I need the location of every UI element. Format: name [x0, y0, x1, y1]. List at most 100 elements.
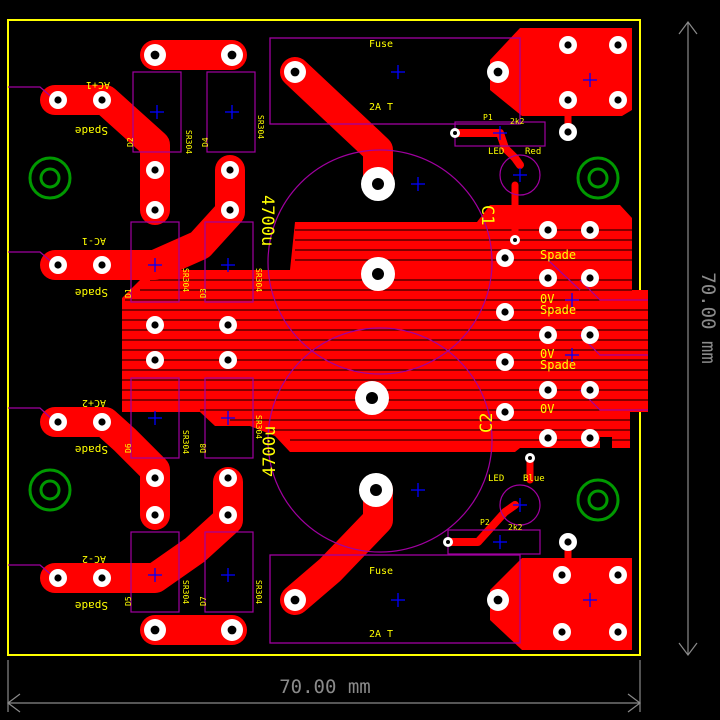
pad [559, 533, 577, 551]
fuse-top-label: Fuse [369, 39, 393, 50]
pad [146, 351, 164, 369]
dimension-bottom [7, 660, 641, 713]
pad [146, 469, 164, 487]
centroid-marker [565, 348, 579, 362]
centroid-markers [148, 65, 597, 607]
pad [284, 589, 306, 611]
pad [581, 269, 599, 287]
led-bottom-label: LED [488, 474, 504, 484]
c1-ref: C1 [477, 205, 497, 225]
output-2-net: 0V [540, 347, 554, 361]
pad [539, 326, 557, 344]
pad [221, 619, 243, 641]
fuse-courtyard-bottom [269, 554, 521, 644]
pad [581, 326, 599, 344]
centroid-marker [225, 105, 239, 119]
pad [443, 537, 453, 547]
d6-ref: D6 [124, 443, 133, 453]
pad [49, 413, 67, 431]
d8-part: SR304 [254, 415, 263, 439]
pad [219, 316, 237, 334]
pad [144, 619, 166, 641]
pad [49, 91, 67, 109]
led-top-label: LED [488, 147, 504, 157]
capacitor-pads [355, 167, 395, 507]
centroid-marker [513, 498, 527, 512]
d1-ref: D1 [124, 288, 133, 298]
centroid-marker [391, 65, 405, 79]
dimension-width-label: 70.00 mm [279, 676, 371, 698]
fuse-bottom-label: Fuse [369, 566, 393, 577]
c1-value: 4700u [257, 195, 277, 246]
ac2-minus-label: AC-2 [82, 553, 106, 564]
ac1-minus-spade: Spade [75, 286, 108, 299]
capacitor-outline-c2 [267, 327, 493, 553]
d6-part: SR304 [181, 430, 190, 454]
d2-part: SR304 [184, 130, 193, 154]
pad [219, 506, 237, 524]
pad [539, 381, 557, 399]
pad [146, 316, 164, 334]
fuse-courtyard-top [269, 37, 521, 125]
centroid-marker [221, 411, 235, 425]
pad [510, 235, 520, 245]
d5-ref: D5 [124, 596, 133, 606]
pad [559, 36, 577, 54]
mounting-holes [28, 156, 620, 522]
pad [450, 128, 460, 138]
centroid-marker [583, 73, 597, 87]
d1-part: SR304 [181, 268, 190, 292]
output-2-spade: Spade [540, 303, 576, 317]
pad [93, 569, 111, 587]
centroid-marker [583, 593, 597, 607]
centroid-marker [221, 568, 235, 582]
centroid-marker [148, 568, 162, 582]
pad [146, 161, 164, 179]
pad [496, 353, 514, 371]
centroid-marker [150, 105, 164, 119]
pad [144, 44, 166, 66]
led-bottom-resistor: 2k2 [508, 523, 523, 532]
led-top-color: Red [525, 147, 541, 157]
ac2-plus-spade: Spade [75, 443, 108, 456]
ac1-minus-label: AC-1 [82, 235, 106, 246]
c2-value: 4700u [260, 426, 280, 477]
pad [609, 91, 627, 109]
pad [525, 453, 535, 463]
centroid-marker [391, 593, 405, 607]
ac2-minus-spade: Spade [75, 599, 108, 612]
led-outline-bottom [499, 484, 541, 526]
terminal-pour-top [490, 28, 632, 116]
pad [496, 249, 514, 267]
pad [553, 566, 571, 584]
d4-ref: D4 [201, 137, 210, 147]
led-bottom-color: Blue [523, 474, 545, 484]
pad [496, 303, 514, 321]
d5-part: SR304 [181, 580, 190, 604]
d4-part: SR304 [256, 115, 265, 139]
centroid-marker [148, 411, 162, 425]
d7-part: SR304 [254, 580, 263, 604]
pad [49, 569, 67, 587]
pad [487, 61, 509, 83]
pad [581, 429, 599, 447]
led-top-ref: P1 [483, 113, 493, 122]
pad [609, 36, 627, 54]
terminal-pour-bottom [490, 558, 632, 650]
pad [609, 623, 627, 641]
pad [539, 221, 557, 239]
pad [539, 269, 557, 287]
ac2-plus-label: AC+2 [82, 397, 106, 408]
fuse-bottom-rating: 2A T [369, 629, 393, 640]
d3-ref: D3 [199, 288, 208, 298]
centroid-marker [411, 483, 425, 497]
centroid-marker [565, 293, 579, 307]
pad [487, 589, 509, 611]
centroid-marker [148, 258, 162, 272]
dimension-height-label: 70.00 mm [697, 272, 719, 364]
pad [93, 91, 111, 109]
pad [581, 221, 599, 239]
centroid-marker [493, 126, 507, 140]
pad [49, 256, 67, 274]
